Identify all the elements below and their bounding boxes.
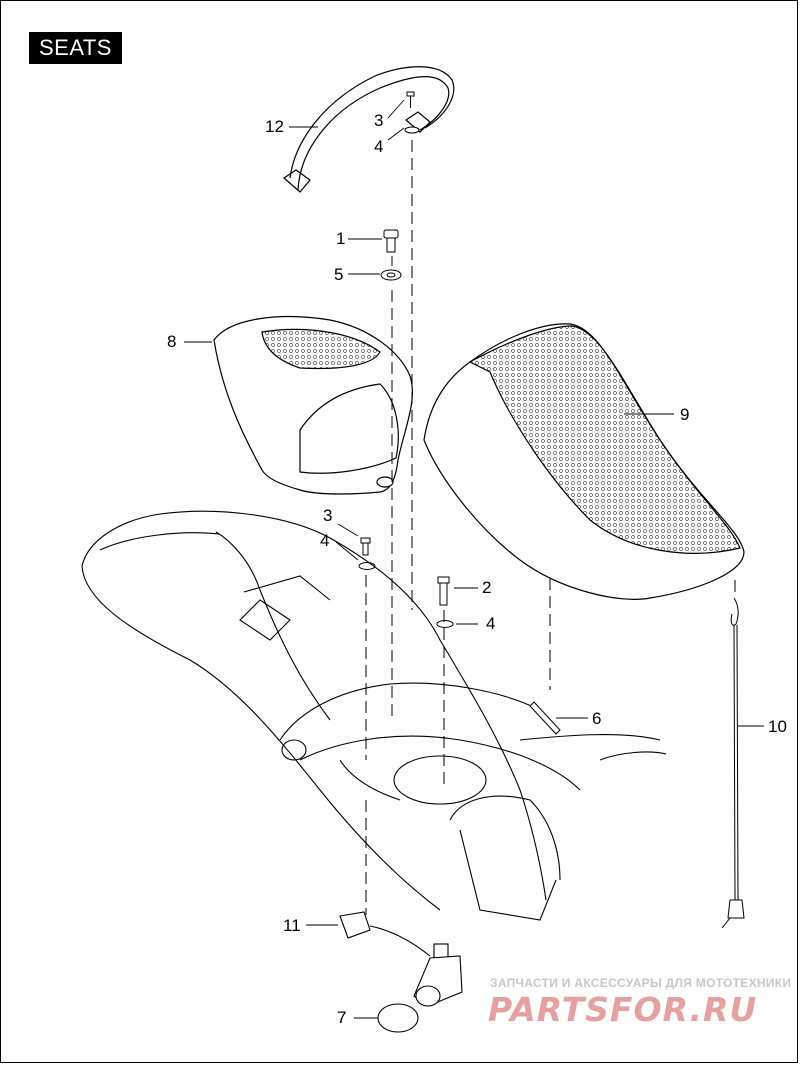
cable-part-10 <box>721 597 745 929</box>
callout-4-mid: 4 <box>320 531 330 550</box>
callout-6: 6 <box>592 709 602 728</box>
callout-11: 11 <box>283 916 301 935</box>
callout-leader-lines <box>184 99 764 1019</box>
callout-1: 1 <box>336 229 346 248</box>
rider-seat-part-9 <box>423 323 745 600</box>
watermark-logo: PARTSFOR.RU <box>488 990 758 1029</box>
hardware-parts <box>358 91 454 628</box>
callout-9: 9 <box>680 405 690 424</box>
callout-3-mid: 3 <box>323 506 333 525</box>
watermark-tagline: ЗАПЧАСТИ И АКСЕССУАРЫ ДЛЯ МОТОТЕХНИКИ <box>490 976 792 990</box>
callout-8: 8 <box>167 332 177 351</box>
alignment-dashed-lines <box>365 140 736 915</box>
callout-12: 12 <box>265 117 284 136</box>
lock-assembly-parts-7-11 <box>339 911 463 1033</box>
callout-5: 5 <box>334 265 344 284</box>
strap-part-12 <box>283 66 455 193</box>
callout-3-top: 3 <box>374 111 384 130</box>
callout-2: 2 <box>482 578 492 597</box>
callout-7: 7 <box>337 1008 347 1027</box>
callout-10: 10 <box>768 717 787 736</box>
passenger-seat-part-8 <box>213 316 413 495</box>
callout-4-right: 4 <box>486 614 496 633</box>
pin-part-6 <box>529 701 561 735</box>
rear-fender-frame <box>81 510 667 921</box>
callout-4-top: 4 <box>374 137 384 156</box>
page-title: SEATS <box>29 32 122 64</box>
